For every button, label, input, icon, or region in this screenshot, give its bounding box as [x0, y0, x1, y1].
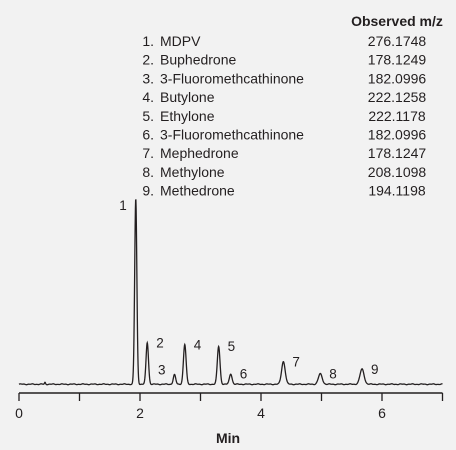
peak-label: 3: [158, 363, 166, 378]
legend-number: 6.: [142, 127, 154, 143]
legend-compound-name: Ethylone: [160, 108, 215, 124]
chromatogram-trace: [18, 199, 443, 386]
legend-observed-mz: 208.1098: [368, 164, 427, 180]
peak-label: 4: [194, 337, 202, 352]
x-tick-label: 0: [15, 405, 23, 421]
legend-number: 7.: [142, 145, 154, 161]
legend-compound-name: Methedrone: [160, 183, 235, 199]
legend-number: 3.: [142, 70, 154, 86]
legend-number: 4.: [142, 89, 154, 105]
legend-number: 1.: [142, 33, 154, 49]
peak-label: 5: [228, 339, 236, 354]
legend-observed-mz: 178.1247: [368, 145, 427, 161]
legend-compound-name: Mephedrone: [160, 145, 239, 161]
legend-compound-name: 3-Fluoromethcathinone: [160, 127, 304, 143]
legend-header-mz: Observed m/z: [351, 13, 443, 29]
peak-labels: 1 2 3 4 56 7 8 9: [119, 198, 378, 382]
peak-label: 1: [119, 198, 127, 213]
peak-label: 2: [156, 335, 164, 350]
legend-compound-name: Buphedrone: [160, 52, 237, 68]
legend-number: 2.: [142, 52, 154, 68]
x-tick-label: 6: [378, 405, 386, 421]
x-tick-label: 2: [136, 405, 144, 421]
x-axis-title: Min: [216, 430, 240, 446]
legend-observed-mz: 182.0996: [368, 70, 427, 86]
legend-observed-mz: 178.1249: [368, 52, 427, 68]
legend-observed-mz: 182.0996: [368, 127, 427, 143]
peak-label: 9: [371, 362, 379, 377]
x-axis: 0 2 4 6: [15, 392, 444, 421]
legend-compound-name: Methylone: [160, 164, 225, 180]
legend-observed-mz: 222.1178: [368, 108, 426, 124]
legend-number: 8.: [142, 164, 154, 180]
peak-label: 7: [292, 354, 300, 369]
legend-compound-name: MDPV: [160, 33, 201, 49]
peak-label: 8: [329, 367, 337, 382]
peak-label: 6: [240, 367, 248, 382]
legend-compound-name: Butylone: [160, 89, 215, 105]
legend-compound-name: 3-Fluoromethcathinone: [160, 70, 304, 86]
legend-number: 5.: [142, 108, 154, 124]
compound-legend: Observed m/z 1. MDPV 276.1748 2. Buphedrone 1…: [142, 13, 443, 199]
legend-observed-mz: 222.1258: [368, 89, 427, 105]
x-tick-label: 4: [257, 405, 265, 421]
legend-number: 9.: [142, 183, 154, 199]
legend-observed-mz: 194.1198: [368, 183, 426, 199]
legend-observed-mz: 276.1748: [368, 33, 427, 49]
